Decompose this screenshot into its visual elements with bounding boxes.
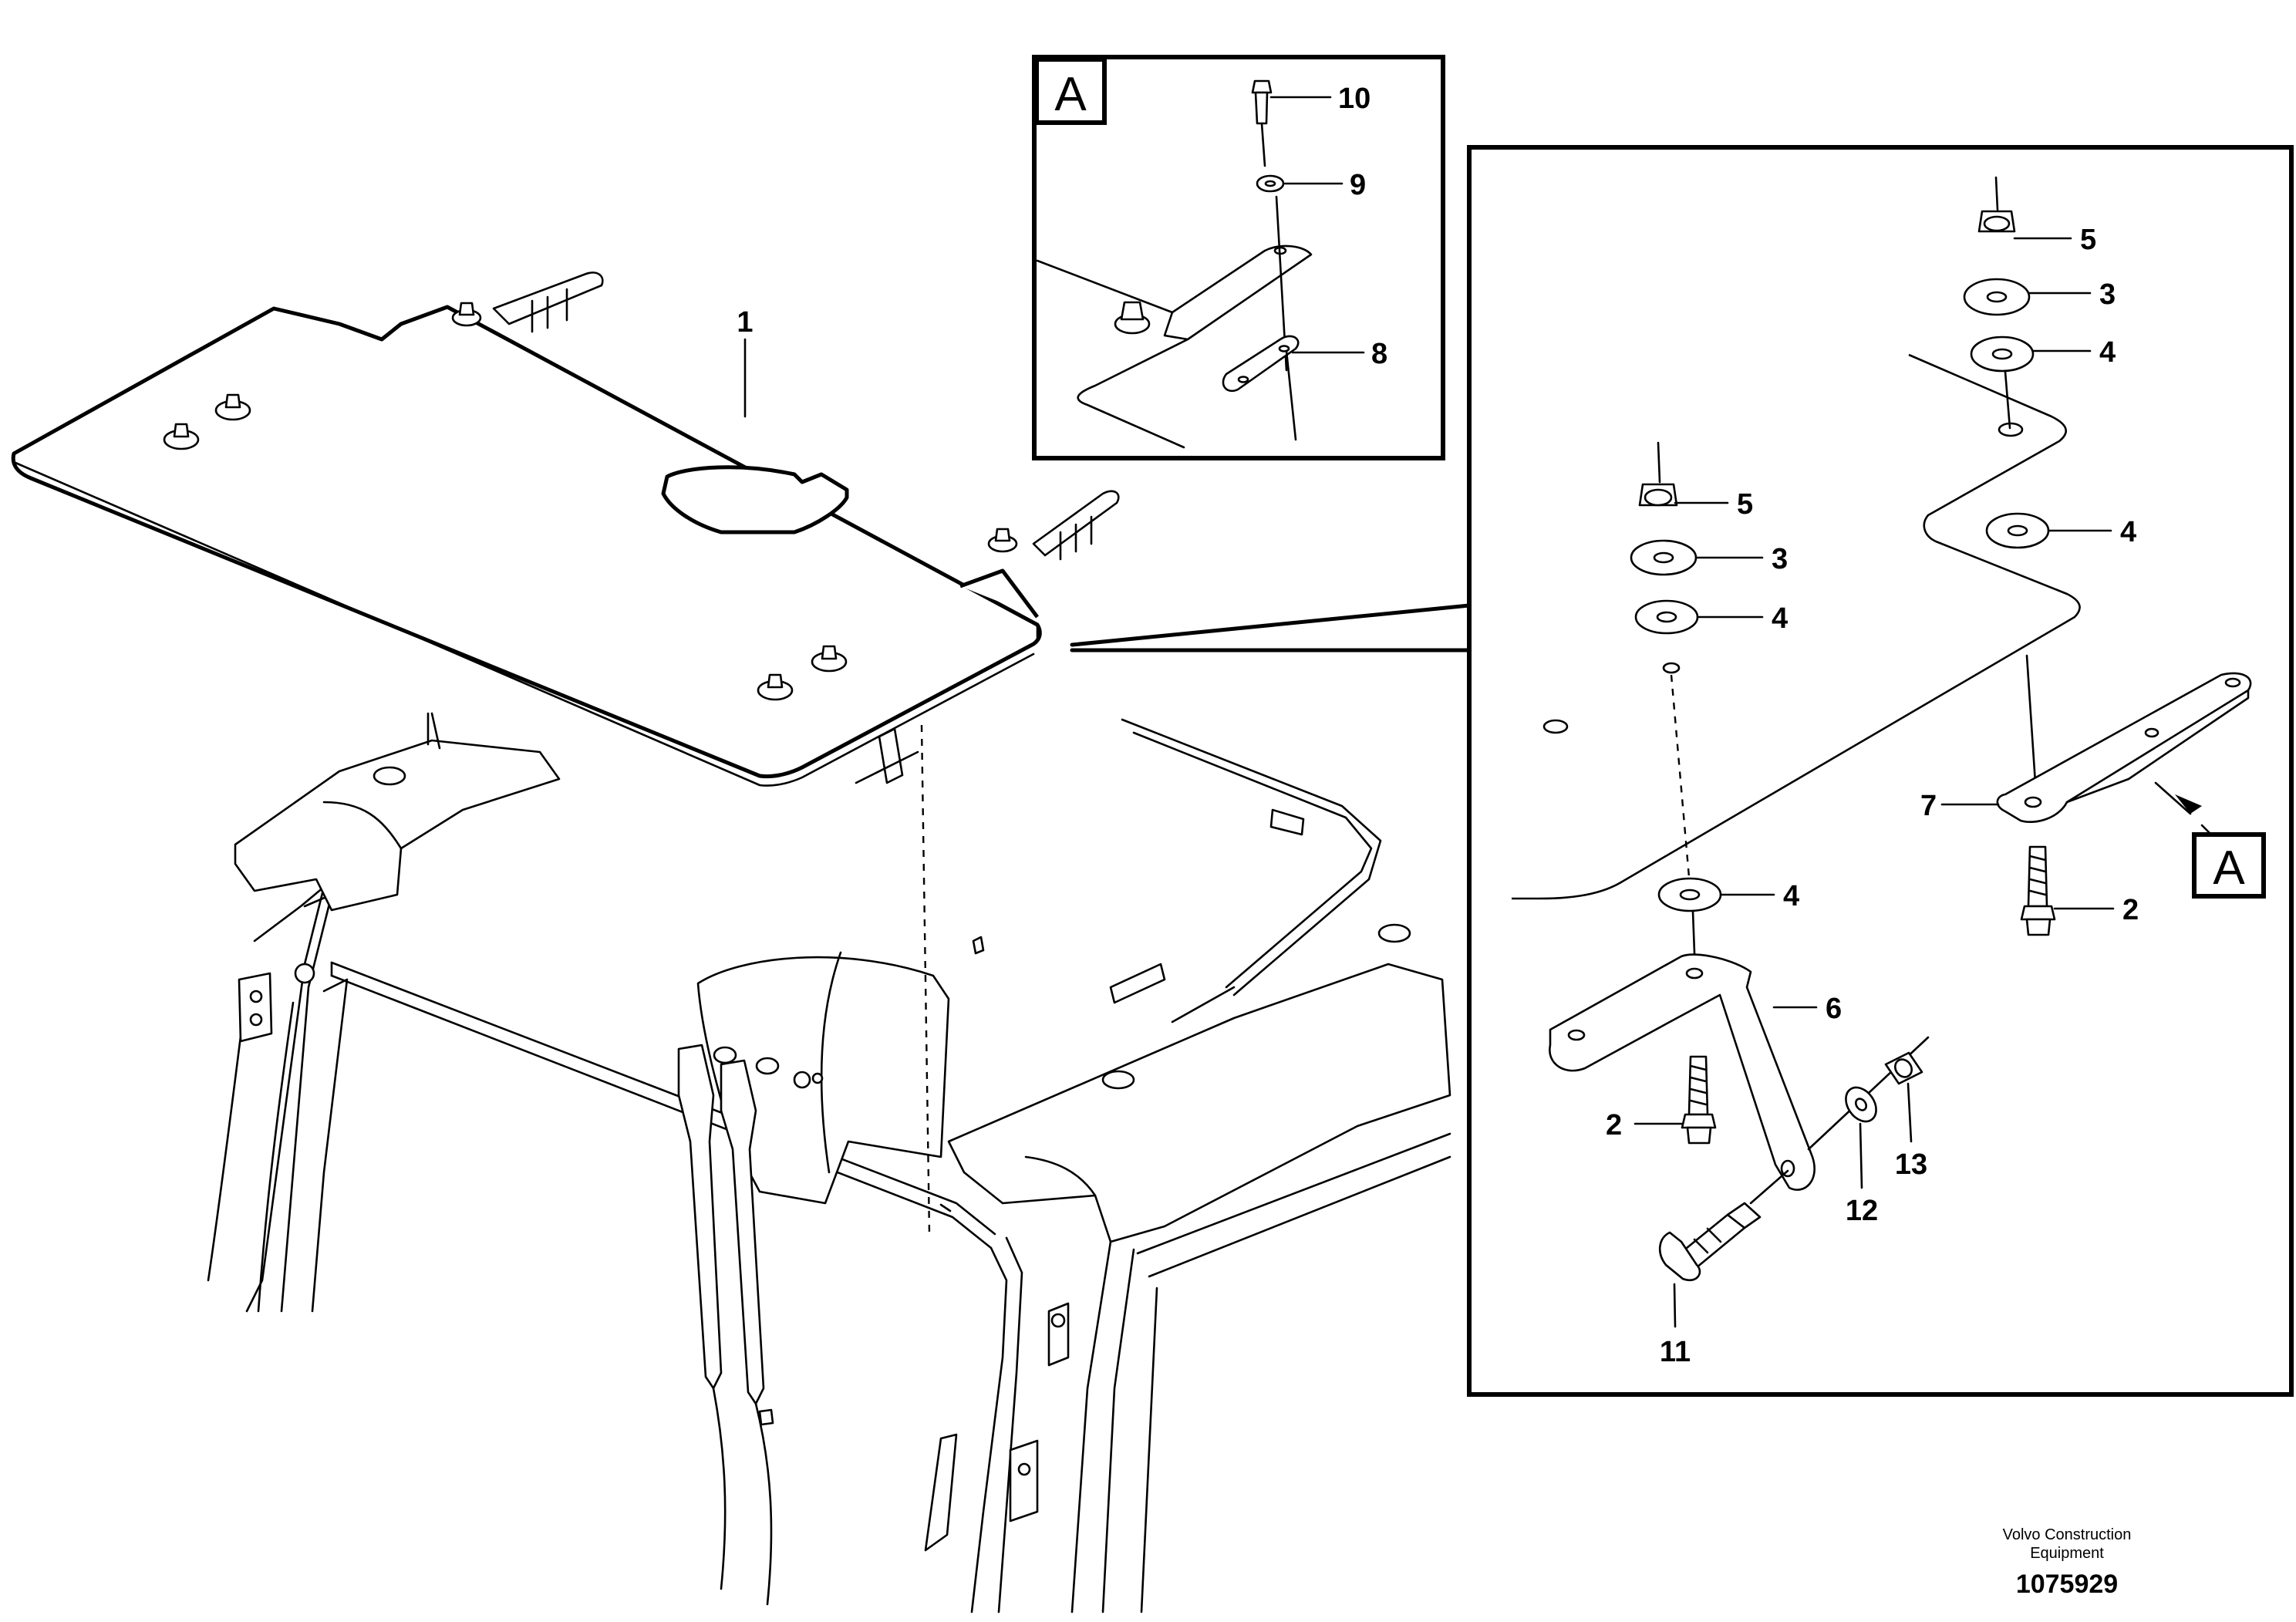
label-9: 9 [1350,169,1366,201]
label-3: 3 [2099,278,2116,311]
label-2: 2 [1606,1109,1622,1141]
footer: Volvo Construction Equipment 1075929 [2003,1526,2132,1599]
label-11: 11 [1660,1336,1691,1368]
company-name-line2: Equipment [2030,1545,2104,1562]
label-10: 10 [1338,83,1371,115]
cab-structure [207,712,1451,1614]
callout-1: 1 [737,306,754,418]
label-5: 5 [1737,488,1753,521]
label-1: 1 [737,306,753,339]
wiper-arms [677,1044,824,1606]
roof-panel [11,271,1120,1235]
drawing-number: 1075929 [2016,1570,2118,1599]
label-8: 8 [1371,338,1387,370]
label-2: 2 [2122,894,2139,926]
label-4: 4 [1783,880,1799,912]
label-13: 13 [1895,1148,1927,1181]
label-7: 7 [1920,790,1937,822]
detail-a-inset: A 10 9 8 [1032,55,1445,460]
label-3: 3 [1772,543,1788,575]
panel-fasteners [163,302,1018,701]
label-12: 12 [1846,1195,1878,1227]
detail-enlarged-view: A [1070,145,2294,1397]
label-6: 6 [1826,993,1842,1025]
label-4: 4 [2099,336,2116,369]
label-5: 5 [2080,224,2096,256]
detail-a-marker-large: A [2213,841,2245,895]
company-name: Volvo Construction [2003,1526,2132,1543]
detail-a-marker-small: A [1054,68,1087,121]
label-4: 4 [1772,602,1788,635]
label-4: 4 [2120,516,2136,548]
